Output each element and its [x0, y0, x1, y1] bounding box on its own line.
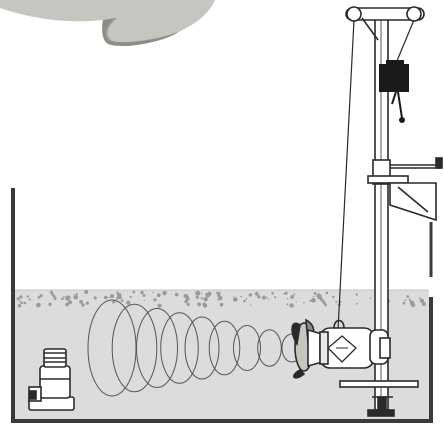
particle — [406, 295, 409, 298]
particle — [419, 297, 421, 299]
particle — [175, 293, 179, 297]
particle — [422, 302, 426, 306]
particle — [311, 298, 316, 303]
particle — [63, 296, 65, 298]
particle — [94, 296, 97, 299]
particle — [152, 292, 153, 293]
particle — [204, 297, 208, 301]
particle — [66, 295, 70, 299]
particle — [356, 303, 358, 305]
particle — [195, 291, 200, 296]
particle — [287, 298, 289, 300]
particle — [356, 293, 358, 295]
particle — [219, 297, 222, 300]
particle — [61, 297, 64, 300]
particle — [17, 297, 20, 300]
particle — [262, 296, 266, 300]
particle — [246, 298, 248, 300]
particle — [157, 304, 161, 308]
particle — [20, 301, 23, 304]
particle — [283, 293, 285, 295]
particle — [324, 304, 327, 307]
particle — [19, 300, 21, 302]
particle — [108, 297, 109, 298]
particle — [40, 294, 43, 297]
particle — [332, 296, 334, 298]
particle — [240, 296, 242, 298]
particle — [243, 300, 246, 303]
particle — [220, 303, 224, 307]
particle — [250, 304, 251, 305]
particle — [153, 298, 156, 301]
particle — [76, 293, 78, 295]
particle — [370, 297, 372, 299]
particle — [196, 296, 199, 299]
particle — [233, 296, 234, 297]
particle — [197, 303, 201, 307]
particle — [112, 301, 114, 303]
particle — [86, 302, 89, 305]
particle — [79, 300, 83, 304]
particle — [293, 293, 295, 295]
particle — [286, 303, 288, 305]
particle — [217, 294, 220, 297]
particle — [201, 297, 203, 299]
particle — [314, 292, 317, 295]
particle — [29, 298, 31, 300]
particle — [143, 294, 146, 297]
particle — [68, 300, 72, 304]
particle — [410, 301, 415, 306]
particle — [73, 294, 74, 295]
particle — [130, 296, 132, 298]
particle — [187, 303, 190, 306]
particle — [320, 298, 323, 301]
particle — [313, 296, 314, 297]
particle — [157, 293, 161, 297]
propeller-closeup-icon — [0, 0, 215, 46]
particle — [121, 299, 124, 302]
particle — [205, 303, 207, 305]
particle — [27, 295, 29, 297]
particle — [335, 301, 337, 303]
particle — [36, 303, 41, 308]
particle — [268, 299, 269, 300]
particle — [81, 303, 84, 306]
particle — [274, 296, 276, 298]
particle — [303, 302, 305, 304]
particle — [219, 292, 221, 294]
particle — [132, 291, 135, 294]
particle — [117, 293, 122, 298]
particle — [266, 297, 268, 299]
particle — [126, 301, 130, 305]
particle — [110, 295, 113, 298]
particle — [54, 298, 56, 300]
particle — [404, 299, 406, 301]
particle — [289, 303, 293, 307]
particle — [326, 292, 329, 295]
particle — [421, 300, 423, 302]
particle — [296, 301, 297, 302]
particle — [249, 293, 252, 296]
particle — [403, 302, 406, 305]
particle — [185, 295, 189, 299]
particle — [206, 294, 210, 298]
particle — [290, 295, 294, 299]
particle — [201, 293, 202, 294]
particle — [271, 292, 274, 295]
particle — [23, 302, 26, 305]
particle — [255, 292, 259, 296]
particle — [84, 290, 88, 294]
particle — [144, 300, 145, 301]
particle — [104, 296, 108, 300]
particle — [162, 291, 166, 295]
particle — [18, 304, 21, 307]
particle — [140, 291, 143, 294]
particle — [19, 295, 22, 298]
particle — [233, 297, 238, 302]
particle — [73, 295, 78, 300]
particle — [257, 295, 260, 298]
particle — [50, 304, 52, 306]
